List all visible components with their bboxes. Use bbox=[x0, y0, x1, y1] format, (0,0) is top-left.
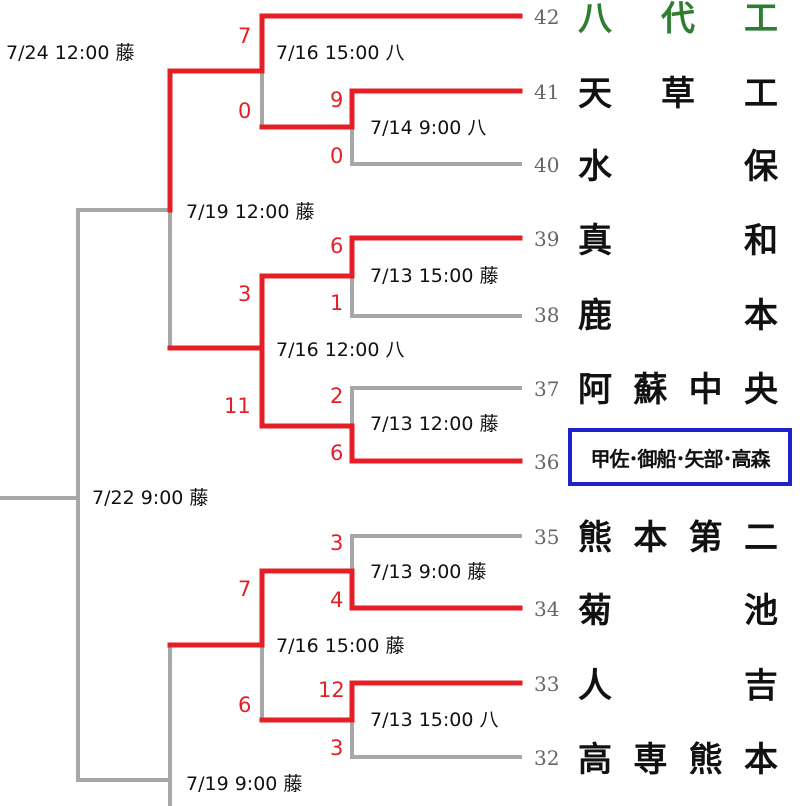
bracket-line bbox=[167, 568, 265, 648]
seed-number: 36 bbox=[534, 450, 559, 474]
winner-lines bbox=[167, 13, 523, 723]
score: 9 bbox=[330, 88, 343, 112]
score: 6 bbox=[330, 234, 343, 258]
team-name: 阿蘇中央 bbox=[578, 370, 778, 410]
team-name: 菊池 bbox=[578, 591, 778, 631]
score: 1 bbox=[330, 291, 343, 315]
match-info-r1d: 7/13 9:00 藤 bbox=[370, 561, 486, 583]
seed-number: 34 bbox=[534, 597, 559, 621]
score: 3 bbox=[330, 736, 343, 760]
team-name: 熊本第二 bbox=[578, 518, 778, 558]
match-infos: 7/24 12:00 藤 7/16 15:00 八 7/14 9:00 八 7/… bbox=[6, 42, 499, 795]
match-info-r1c: 7/13 12:00 藤 bbox=[370, 413, 499, 435]
score: 6 bbox=[238, 693, 251, 717]
team-name: 天草工 bbox=[578, 74, 778, 114]
seed-number: 35 bbox=[534, 525, 559, 549]
team-name: 人吉 bbox=[578, 666, 778, 706]
seed-number: 41 bbox=[534, 80, 559, 104]
score: 0 bbox=[330, 144, 343, 168]
seed-number: 42 bbox=[534, 5, 559, 29]
bracket-line bbox=[259, 568, 523, 611]
loser-lines bbox=[0, 69, 522, 806]
match-info-r1b: 7/13 15:00 藤 bbox=[370, 265, 499, 287]
match-info-r4a: 7/24 12:00 藤 bbox=[6, 42, 135, 64]
seed-number: 40 bbox=[534, 153, 559, 177]
score: 3 bbox=[330, 531, 343, 555]
bracket-line bbox=[76, 496, 172, 782]
scores: 7 0 9 0 6 1 3 11 2 6 3 4 7 6 12 3 bbox=[224, 24, 345, 760]
score: 7 bbox=[238, 24, 251, 48]
team-name: 真和 bbox=[578, 221, 778, 261]
score: 3 bbox=[238, 282, 251, 306]
seed-number: 37 bbox=[534, 377, 559, 401]
team-name: 鹿本 bbox=[578, 296, 778, 336]
match-info-r1a: 7/14 9:00 八 bbox=[370, 117, 486, 139]
match-info-r1e: 7/13 15:00 八 bbox=[370, 709, 499, 731]
highlighted-team-box: 甲佐･御船･矢部･高森 bbox=[568, 428, 792, 486]
seed-number: 38 bbox=[534, 303, 559, 327]
seed-numbers: 42 41 40 39 38 37 36 35 34 33 32 bbox=[534, 5, 559, 770]
match-info-r2a: 7/16 15:00 八 bbox=[276, 42, 405, 64]
match-info-r3a: 7/19 12:00 藤 bbox=[186, 201, 315, 223]
seed-number: 32 bbox=[534, 746, 559, 770]
seed-number: 39 bbox=[534, 227, 559, 251]
score: 11 bbox=[224, 394, 251, 418]
match-info-r4b: 7/22 9:00 藤 bbox=[92, 487, 208, 509]
match-info-r3b: 7/19 9:00 藤 bbox=[186, 773, 302, 795]
bracket-line bbox=[259, 88, 523, 130]
bracket-line bbox=[259, 680, 523, 723]
bracket-line bbox=[259, 345, 523, 464]
score: 12 bbox=[318, 678, 345, 702]
seed-number: 33 bbox=[534, 672, 559, 696]
team-name-highlighted: 甲佐･御船･矢部･高森 bbox=[590, 446, 771, 471]
team-name: 八代工 bbox=[578, 0, 778, 39]
bracket-line bbox=[259, 13, 523, 74]
match-info-r2c: 7/16 15:00 藤 bbox=[276, 635, 405, 657]
team-name: 水保 bbox=[578, 147, 778, 187]
team-name: 高専熊本 bbox=[578, 740, 778, 780]
score: 6 bbox=[330, 441, 343, 465]
score: 0 bbox=[238, 99, 251, 123]
score: 4 bbox=[330, 588, 343, 612]
bracket-line bbox=[167, 235, 523, 351]
match-info-r2b: 7/16 12:00 八 bbox=[276, 339, 405, 361]
score: 7 bbox=[238, 577, 251, 601]
score: 2 bbox=[330, 384, 343, 408]
bracket-line bbox=[167, 68, 265, 213]
